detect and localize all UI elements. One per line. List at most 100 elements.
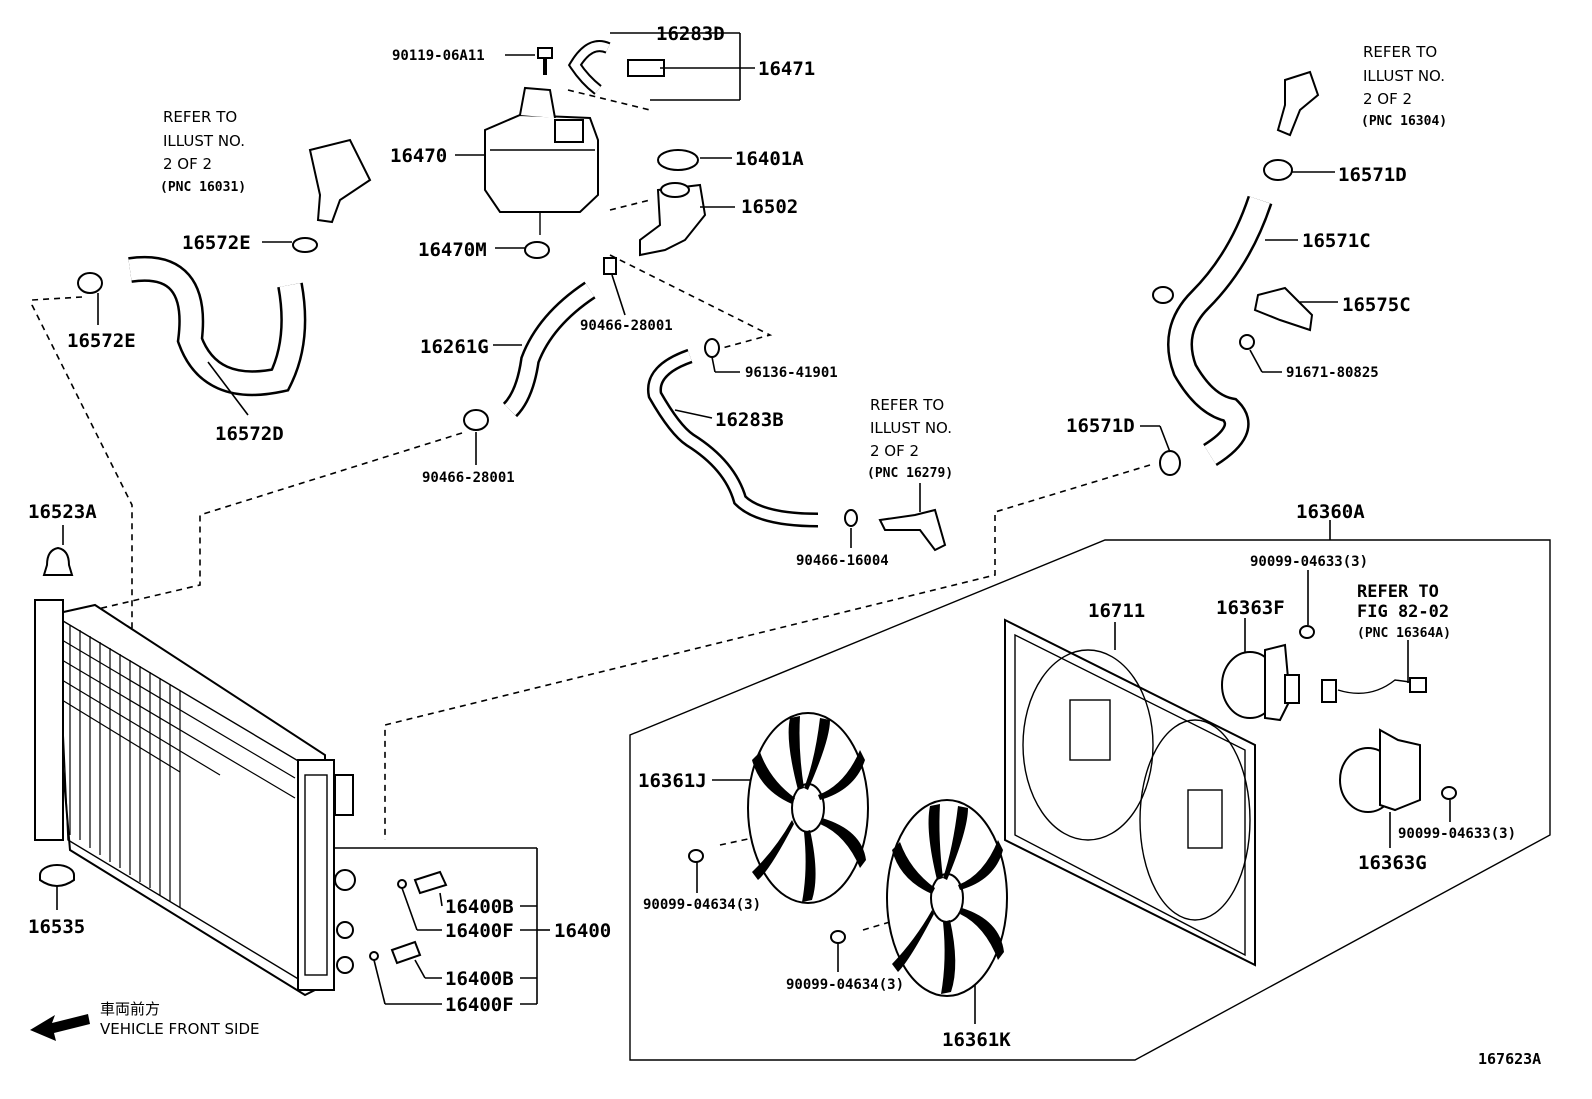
reservoir-tank[interactable] — [484, 86, 599, 235]
radiator[interactable] — [34, 599, 356, 997]
cushion-16535[interactable] — [39, 864, 75, 887]
note-16364A-line2: FIG 82-02 — [1357, 602, 1449, 622]
outlet-16304[interactable] — [1276, 70, 1320, 137]
label-16572D: 16572D — [215, 423, 284, 445]
label-96136: 96136-41901 — [745, 365, 838, 381]
label-90466-upper: 90466-28001 — [580, 318, 673, 334]
bolt-91671[interactable] — [1239, 334, 1255, 350]
screw-90099-04633-upper[interactable] — [1299, 625, 1315, 639]
hose-16283B[interactable] — [646, 348, 819, 528]
note-16031-line4: (PNC 16031) — [160, 180, 246, 195]
water-inlet-16031[interactable] — [308, 138, 372, 224]
label-16523A: 16523A — [28, 501, 97, 523]
label-90119: 90119-06A11 — [392, 48, 485, 64]
fan-16361J[interactable] — [747, 712, 869, 904]
label-16470: 16470 — [390, 145, 447, 167]
label-16401A: 16401A — [735, 148, 804, 170]
label-16571D-upper: 16571D — [1338, 164, 1407, 186]
label-90099-04633-upper: 90099-04633(3) — [1250, 554, 1368, 570]
hose-16572D[interactable] — [128, 255, 307, 397]
clamp-16571D-upper[interactable] — [1263, 159, 1293, 181]
label-16400: 16400 — [554, 920, 611, 942]
wire-harness-16364A[interactable] — [1321, 677, 1427, 703]
screw-90099-04633-lower[interactable] — [1441, 786, 1457, 800]
fitting-16279[interactable] — [878, 508, 947, 552]
clamp-90466-16004[interactable] — [844, 509, 858, 527]
label-16572E-upper: 16572E — [182, 232, 251, 254]
label-16575C: 16575C — [1342, 294, 1411, 316]
leader-lines — [56, 32, 1451, 1024]
label-16261G: 16261G — [420, 336, 489, 358]
label-16400B-lower: 16400B — [445, 968, 514, 990]
label-16571C: 16571C — [1302, 230, 1371, 252]
clamp-90466-lower[interactable] — [463, 409, 489, 431]
cap-16401A[interactable] — [657, 149, 699, 171]
direction-label-jp: 車両前方 — [100, 1000, 160, 1018]
hose-16283D[interactable] — [567, 40, 611, 95]
label-16400F-upper: 16400F — [445, 920, 514, 942]
note-16304-line2: ILLUST NO. — [1363, 67, 1445, 85]
fan-assembly-box — [629, 539, 1551, 1061]
label-16400B-upper: 16400B — [445, 896, 514, 918]
note-16279-line3: 2 OF 2 — [870, 442, 919, 460]
label-16471: 16471 — [758, 58, 815, 80]
label-90466-lower: 90466-28001 — [422, 470, 515, 486]
note-16364A-line1: REFER TO — [1357, 582, 1439, 602]
label-16572E-left: 16572E — [67, 330, 136, 352]
label-90099-04634-upper: 90099-04634(3) — [643, 897, 761, 913]
label-16502: 16502 — [741, 196, 798, 218]
clamp-90466-upper[interactable] — [603, 257, 617, 275]
label-16363F: 16363F — [1216, 597, 1285, 619]
clamp-16572E-left[interactable] — [77, 272, 103, 294]
clamp-16572E-upper[interactable] — [292, 237, 318, 253]
label-90099-04634-lower: 90099-04634(3) — [786, 977, 904, 993]
note-16304-line3: 2 OF 2 — [1363, 90, 1412, 108]
front-direction-arrow — [30, 1014, 90, 1041]
label-91671: 91671-80825 — [1286, 365, 1379, 381]
label-90099-04633-lower: 90099-04633(3) — [1398, 826, 1516, 842]
clamp-96136[interactable] — [704, 338, 720, 358]
direction-label-en: VEHICLE FRONT SIDE — [100, 1020, 260, 1038]
reservoir-cap[interactable] — [524, 241, 550, 259]
note-16279-line2: ILLUST NO. — [870, 419, 952, 437]
drain-cock-lower[interactable] — [369, 940, 422, 965]
label-16711: 16711 — [1088, 600, 1145, 622]
fan-16361K[interactable] — [886, 799, 1008, 997]
outlet-16502[interactable] — [639, 182, 707, 257]
label-16361J: 16361J — [638, 770, 707, 792]
note-16031-line1: REFER TO — [163, 108, 237, 126]
bolt-90119[interactable] — [537, 47, 553, 75]
bracket-16575C[interactable] — [1253, 286, 1314, 332]
label-16535: 16535 — [28, 916, 85, 938]
note-16279-line4: (PNC 16279) — [867, 466, 953, 481]
label-90466-16004: 90466-16004 — [796, 553, 889, 569]
label-16470M: 16470M — [418, 239, 487, 261]
note-16304-line1: REFER TO — [1363, 43, 1437, 61]
fan-motor-16363G[interactable] — [1339, 728, 1421, 813]
note-16031-line2: ILLUST NO. — [163, 132, 245, 150]
label-16360A: 16360A — [1296, 501, 1365, 523]
label-16361K: 16361K — [942, 1029, 1011, 1051]
fan-shroud-16711[interactable] — [1004, 618, 1256, 967]
cap-16523A[interactable] — [42, 546, 74, 576]
clamp-16571D-lower[interactable] — [1159, 450, 1181, 476]
valve-16471[interactable] — [627, 59, 665, 77]
diagram-id: 167623A — [1478, 1050, 1541, 1068]
hose-16261G[interactable] — [502, 281, 596, 418]
screw-90099-04634-upper[interactable] — [688, 849, 704, 863]
note-16304-line4: (PNC 16304) — [1361, 114, 1447, 129]
label-16571D-lower: 16571D — [1066, 415, 1135, 437]
drain-cock-upper[interactable] — [397, 870, 448, 895]
label-16283D: 16283D — [656, 23, 725, 45]
label-16363G: 16363G — [1358, 852, 1427, 874]
fan-motor-16363F[interactable] — [1221, 643, 1300, 722]
note-16279-line1: REFER TO — [870, 396, 944, 414]
label-16283B: 16283B — [715, 409, 784, 431]
screw-90099-04634-lower[interactable] — [830, 930, 846, 944]
note-16031-line3: 2 OF 2 — [163, 155, 212, 173]
hose-16571C[interactable] — [1152, 195, 1273, 467]
labels: 90119-06A11 16283D 16471 16470 16401A 16… — [28, 23, 1541, 1068]
note-16364A-line3: (PNC 16364A) — [1357, 626, 1451, 641]
